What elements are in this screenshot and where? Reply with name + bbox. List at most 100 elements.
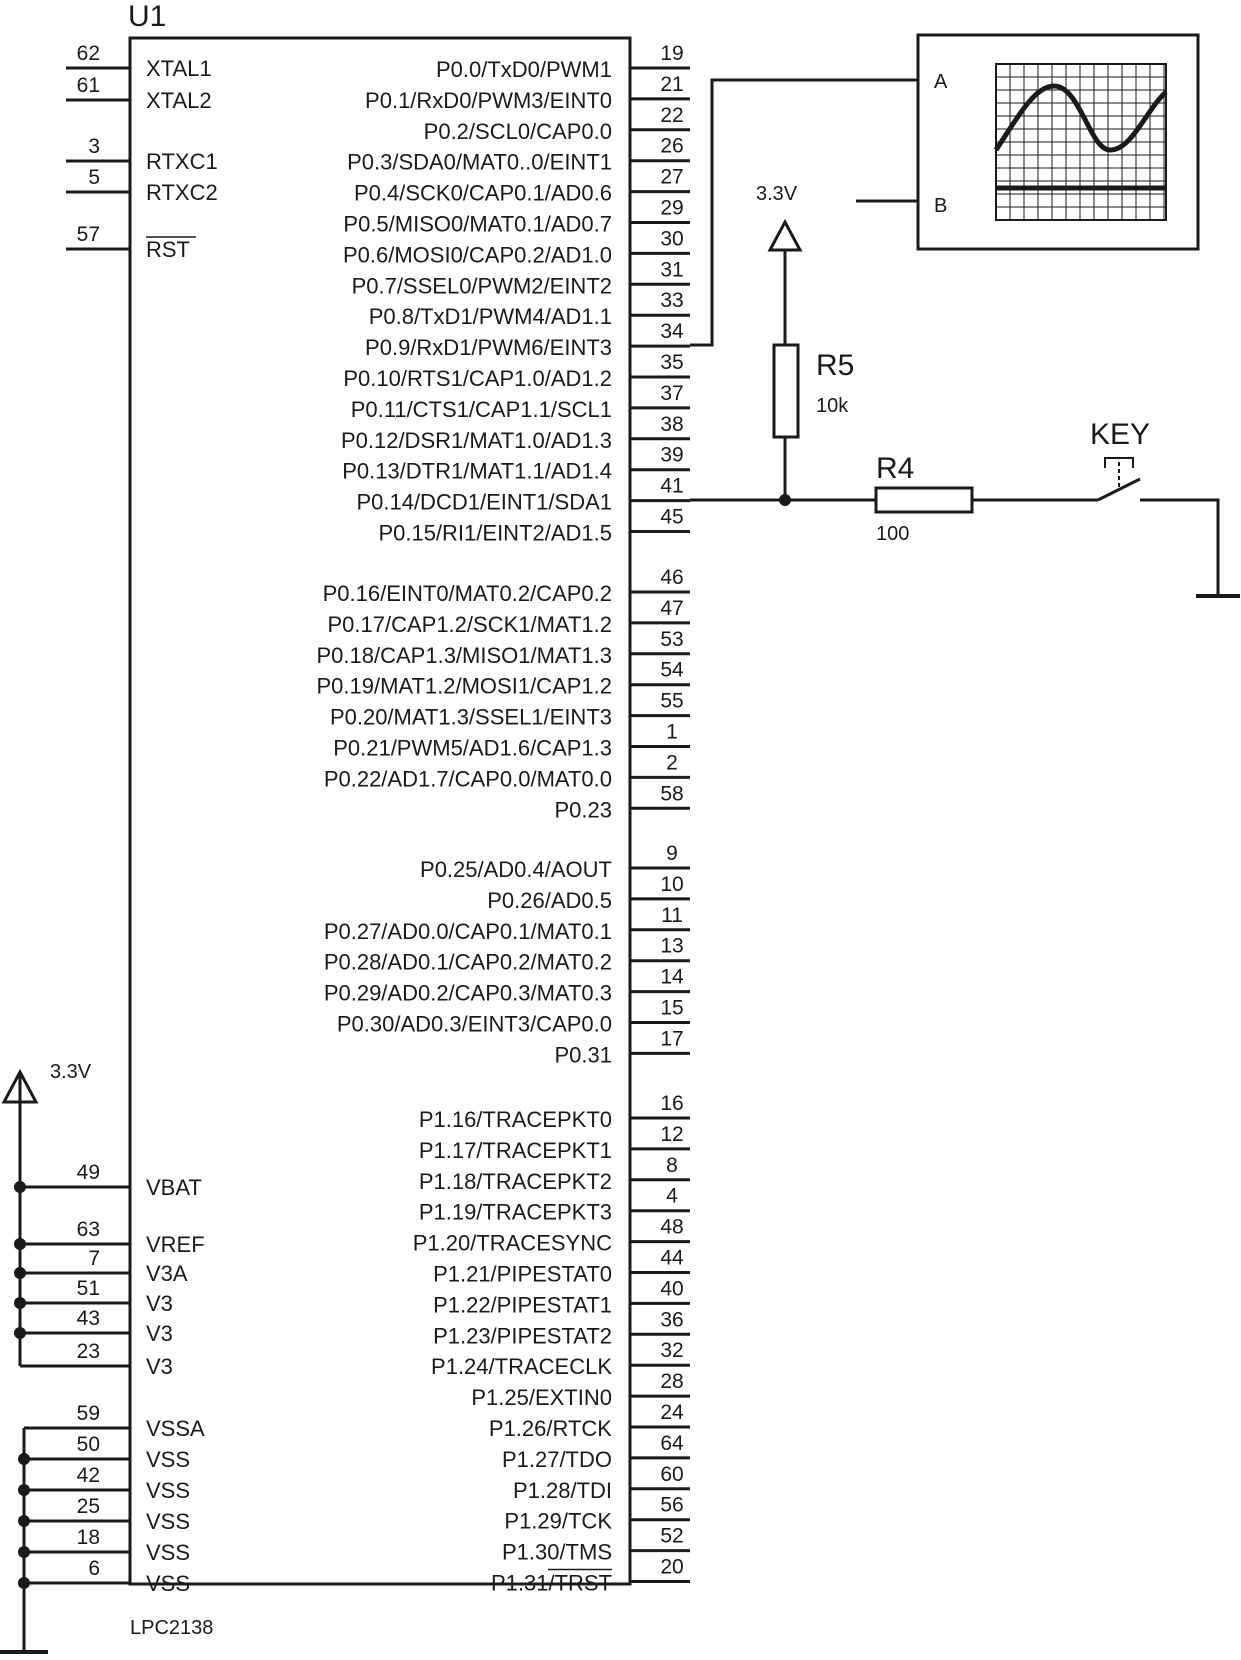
junction-dot-icon bbox=[18, 1453, 30, 1465]
wire-key-to-ground bbox=[1140, 498, 1220, 596]
pin-number: 47 bbox=[660, 597, 683, 620]
pin-number: 37 bbox=[660, 382, 683, 405]
junction-dot-icon bbox=[14, 1238, 26, 1250]
pin-label: P0.10/RTS1/CAP1.0/AD1.2 bbox=[343, 366, 612, 391]
pin-label: P0.5/MISO0/MAT0.1/AD0.7 bbox=[343, 212, 612, 237]
pin-number: 11 bbox=[661, 904, 683, 927]
pin-number: 41 bbox=[660, 475, 683, 498]
junction-dot-icon bbox=[14, 1297, 26, 1309]
scope-channel-a: A bbox=[934, 71, 948, 93]
pin-label: P0.19/MAT1.2/MOSI1/CAP1.2 bbox=[317, 674, 613, 699]
r5-value: 10k bbox=[816, 395, 849, 417]
pin-label: RTXC1 bbox=[146, 149, 218, 174]
pin-label: P0.18/CAP1.3/MISO1/MAT1.3 bbox=[317, 643, 613, 668]
pin-label: V3A bbox=[146, 1261, 188, 1286]
pin-label: P0.4/SCK0/CAP0.1/AD0.6 bbox=[354, 181, 612, 206]
pin-number: 51 bbox=[77, 1277, 100, 1300]
pin-number: 43 bbox=[77, 1307, 100, 1330]
r4-body bbox=[874, 486, 974, 514]
pin-label: P0.11/CTS1/CAP1.1/SCL1 bbox=[351, 397, 612, 422]
pin-label: P1.22/PIPESTAT1 bbox=[433, 1292, 612, 1317]
pin-number: 63 bbox=[77, 1218, 100, 1241]
pin-number: 30 bbox=[660, 227, 683, 250]
pin-number: 3 bbox=[88, 135, 100, 158]
junction-dot-icon bbox=[18, 1515, 30, 1527]
pin-number: 1 bbox=[666, 721, 678, 744]
pin-label: P1.21/PIPESTAT0 bbox=[433, 1262, 612, 1287]
right-pin-4: 4P1.19/TRACEPKT3 bbox=[419, 1185, 690, 1225]
pin-label: P0.29/AD0.2/CAP0.3/MAT0.3 bbox=[324, 981, 612, 1006]
pin-label: P1.18/TRACEPKT2 bbox=[419, 1169, 612, 1194]
pin-number: 12 bbox=[660, 1123, 683, 1146]
pin-label: P0.31 bbox=[555, 1042, 613, 1067]
pin-number: 57 bbox=[77, 223, 100, 246]
switch-lever-icon bbox=[1097, 477, 1141, 502]
pin-label: P0.15/RI1/EINT2/AD1.5 bbox=[378, 521, 612, 546]
pin-label: P1.30/TMS bbox=[502, 1540, 612, 1565]
pin-label: P0.25/AD0.4/AOUT bbox=[420, 857, 612, 882]
pin-number: 34 bbox=[660, 320, 684, 343]
pin-label: P1.27/TDO bbox=[502, 1447, 612, 1472]
pin-label: P0.26/AD0.5 bbox=[487, 888, 612, 913]
pin-label: P1.17/TRACEPKT1 bbox=[419, 1138, 612, 1163]
pin-number: 31 bbox=[660, 258, 683, 281]
pin-label: P0.6/MOSI0/CAP0.2/AD1.0 bbox=[343, 242, 612, 267]
pin-number: 17 bbox=[660, 1027, 683, 1050]
chip-part: LPC2138 bbox=[130, 1617, 213, 1639]
pin-label: P1.20/TRACESYNC bbox=[413, 1231, 612, 1256]
pin-label: P1.23/PIPESTAT2 bbox=[433, 1323, 612, 1348]
pin-number: 39 bbox=[660, 444, 683, 467]
pin-label: XTAL2 bbox=[146, 88, 212, 113]
pin-label: P0.17/CAP1.2/SCK1/MAT1.2 bbox=[327, 612, 612, 637]
pin-label: RTXC2 bbox=[146, 180, 218, 205]
key-ref: KEY bbox=[1090, 418, 1150, 451]
pin-label: P0.7/SSEL0/PWM2/EINT2 bbox=[352, 273, 612, 298]
pin-number: 10 bbox=[660, 873, 683, 896]
pin-label: V3 bbox=[146, 1354, 173, 1379]
pin-number: 13 bbox=[660, 935, 683, 958]
pin-label: VSS bbox=[146, 1509, 190, 1534]
key-switch: KEY bbox=[1090, 418, 1240, 598]
junction-dot-icon bbox=[14, 1267, 26, 1279]
wire-pin34-to-scope-a bbox=[690, 78, 918, 347]
resistor-r4: R4 100 bbox=[874, 452, 1098, 545]
r4-value: 100 bbox=[876, 523, 909, 545]
pin-label: P1.16/TRACEPKT0 bbox=[419, 1107, 612, 1132]
pin-label: XTAL1 bbox=[146, 56, 212, 81]
pin-number: 22 bbox=[660, 104, 683, 127]
pin-number: 38 bbox=[660, 413, 683, 436]
junction-dot-icon bbox=[18, 1546, 30, 1558]
pin-label: P0.13/DTR1/MAT1.1/AD1.4 bbox=[342, 459, 612, 484]
pin-number: 9 bbox=[666, 842, 678, 865]
scope-channel-b: B bbox=[934, 195, 947, 217]
right-pin-8: 8P1.18/TRACEPKT2 bbox=[419, 1154, 690, 1194]
pin-label: VSS bbox=[146, 1540, 190, 1565]
pin-label: P1.31/TRST bbox=[491, 1571, 612, 1596]
junction-dot-icon bbox=[18, 1577, 30, 1589]
